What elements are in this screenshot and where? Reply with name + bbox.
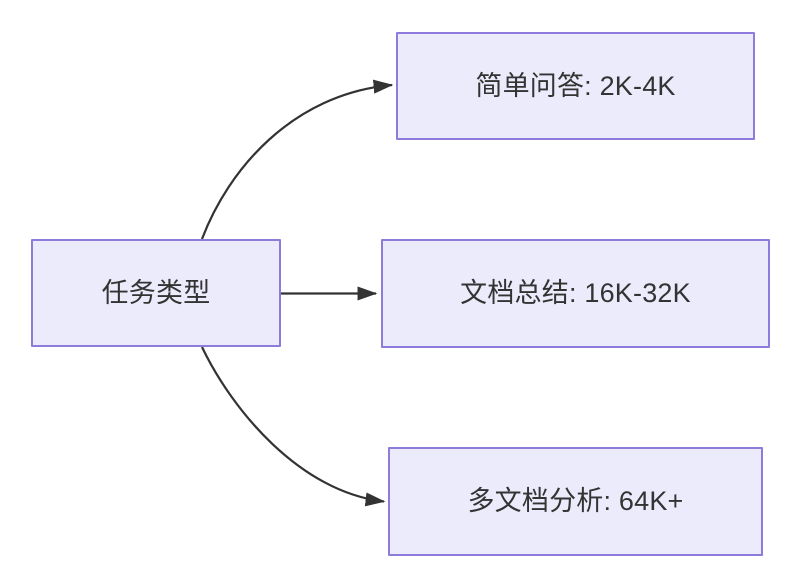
node-simple-qa[interactable]: 简单问答: 2K-4K [396, 32, 755, 140]
node-task-type-label: 任务类型 [101, 277, 211, 308]
edge-root-to-simple-qa [200, 79, 394, 240]
node-doc-summary[interactable]: 文档总结: 16K-32K [381, 239, 770, 348]
node-simple-qa-label: 简单问答: 2K-4K [475, 70, 676, 101]
node-task-type[interactable]: 任务类型 [31, 239, 281, 347]
edge-root-to-multi-doc [201, 346, 386, 507]
node-multi-doc[interactable]: 多文档分析: 64K+ [388, 447, 763, 556]
node-multi-doc-label: 多文档分析: 64K+ [467, 486, 684, 517]
node-doc-summary-label: 文档总结: 16K-32K [460, 278, 691, 309]
